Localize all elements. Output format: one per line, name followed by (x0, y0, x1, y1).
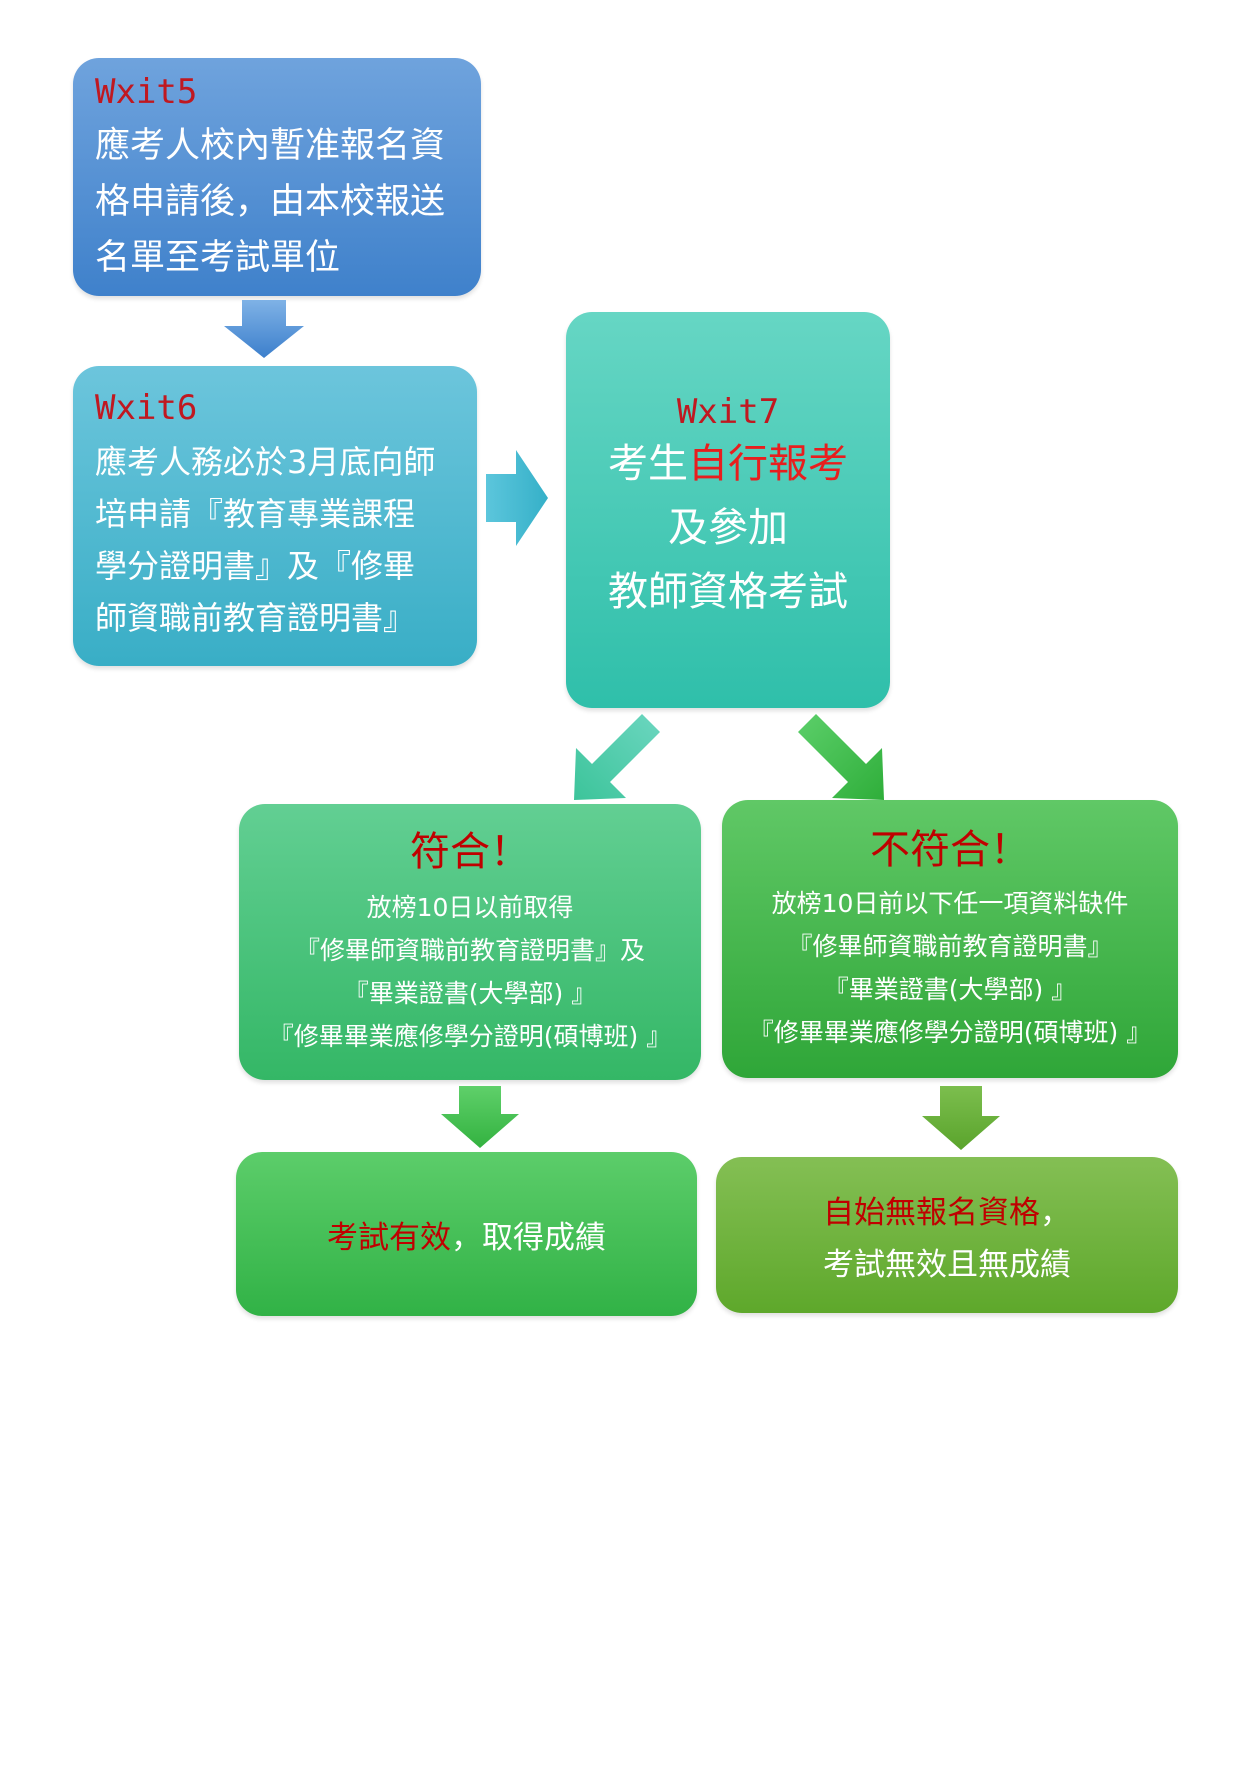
pass-line: 放榜10日以前取得 (366, 893, 574, 922)
arrow-down-icon (922, 1086, 1000, 1150)
pass-result-highlight: 考試有效 (327, 1219, 451, 1256)
step-6-box: Wxit6 應考人務必於3月底向師 培申請『教育專業課程 學分證明書』及『修畢 … (73, 366, 477, 666)
pass-result-text: ，取得成績 (451, 1219, 606, 1256)
fail-line: 『修畢畢業應修學分證明(碩博班) 』 (748, 1018, 1152, 1047)
fail-line: 放榜10日前以下任一項資料缺件 (771, 889, 1129, 918)
step-7-line-3: 教師資格考試 (608, 569, 848, 615)
step-7-label: Wxit7 (676, 392, 780, 432)
pass-result-box: 考試有效，取得成績 (236, 1152, 697, 1316)
pass-box: 符合！ 放榜10日以前取得 『修畢師資職前教育證明書』及 『畢業證書(大學部) … (239, 804, 701, 1080)
step-7-line-2: 及參加 (668, 505, 788, 551)
step-6-line: 學分證明書』及『修畢 (95, 547, 416, 585)
pass-heading: 符合！ (410, 829, 530, 875)
pass-line: 『畢業證書(大學部) 』 (343, 979, 597, 1008)
step-7-highlight: 自行報考 (688, 441, 848, 487)
step-7-prefix: 考生 (608, 441, 688, 487)
arrow-down-right-icon (798, 714, 884, 800)
step-5-line: 格申請後，由本校報送 (95, 182, 446, 222)
arrow-down-icon (441, 1086, 519, 1148)
step-5-label: Wxit5 (95, 72, 198, 112)
step-7-line-1: 考生自行報考 (566, 432, 890, 496)
fail-result-line-2: 考試無效且無成績 (823, 1247, 1071, 1283)
step-6-line: 應考人務必於3月底向師 (95, 443, 436, 481)
fail-heading: 不符合！ (870, 827, 1030, 873)
step-7-box: Wxit7 考生自行報考 及參加 教師資格考試 (566, 312, 890, 708)
step-5-line: 名單至考試單位 (95, 238, 341, 278)
step-6-label: Wxit6 (95, 388, 198, 428)
step-5-line: 應考人校內暫准報名資 (95, 126, 446, 166)
fail-result-box: 自始無報名資格， 考試無效且無成績 (716, 1157, 1178, 1313)
fail-line: 『畢業證書(大學部) 』 (823, 975, 1077, 1004)
step-6-line: 師資職前教育證明書』 (95, 599, 416, 637)
fail-line: 『修畢師資職前教育證明書』 (787, 932, 1113, 961)
fail-result-line-1: 自始無報名資格， (716, 1187, 1178, 1239)
arrow-down-icon (224, 300, 304, 358)
fail-box: 不符合！ 放榜10日前以下任一項資料缺件 『修畢師資職前教育證明書』 『畢業證書… (722, 800, 1178, 1078)
pass-line: 『修畢畢業應修學分證明(碩博班) 』 (268, 1022, 672, 1051)
step-6-text: 應考人務必於3月底向師 培申請『教育專業課程 學分證明書』及『修畢 師資職前教育… (95, 436, 455, 644)
arrow-right-icon (486, 450, 548, 546)
step-6-line: 培申請『教育專業課程 (95, 495, 416, 533)
step-5-box: Wxit5 應考人校內暫准報名資 格申請後，由本校報送 名單至考試單位 (73, 58, 481, 296)
arrow-down-left-icon (574, 714, 660, 800)
fail-result-comma: ， (1040, 1195, 1071, 1231)
pass-line: 『修畢師資職前教育證明書』及 (294, 936, 645, 965)
fail-result-highlight: 自始無報名資格 (823, 1195, 1040, 1231)
step-5-text: 應考人校內暫准報名資 格申請後，由本校報送 名單至考試單位 (95, 118, 459, 286)
